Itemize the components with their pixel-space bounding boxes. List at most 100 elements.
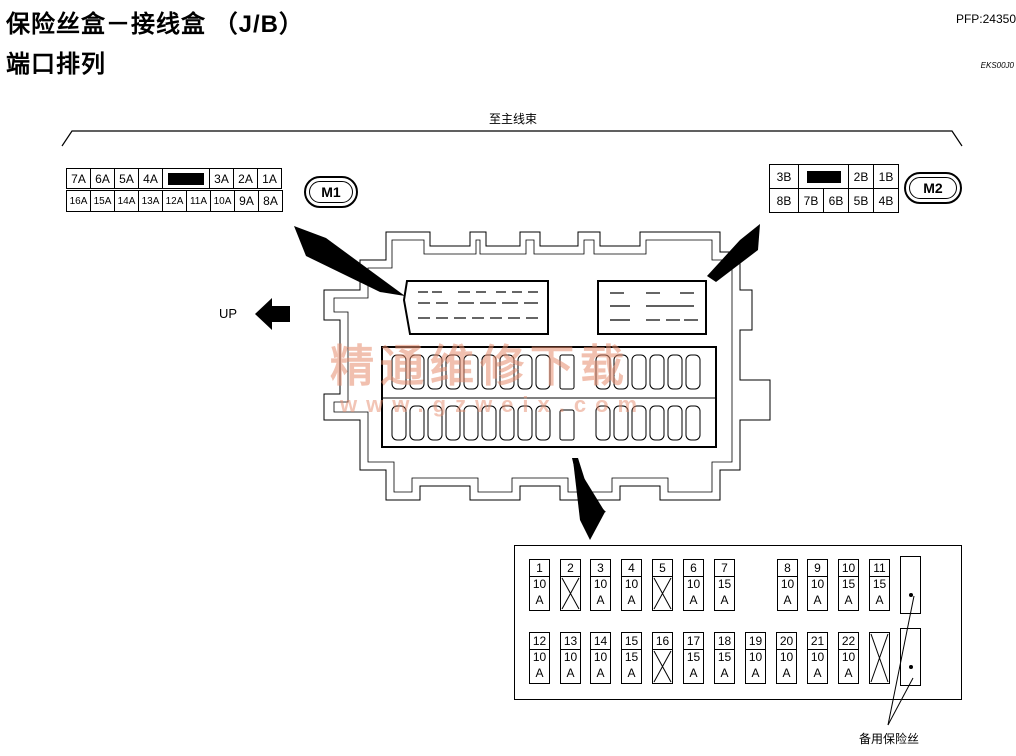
empty-slot-cross-icon bbox=[653, 577, 672, 610]
m1-pin: 9A bbox=[234, 190, 259, 212]
fuse-number: 12 bbox=[530, 633, 549, 650]
page-subtitle: 端口排列 bbox=[6, 51, 106, 78]
m2-pin: 7B bbox=[798, 188, 824, 213]
fuse-unit: A bbox=[813, 593, 822, 607]
connector-m1-table: 7A 6A 5A 4A 3A 2A 1A bbox=[66, 168, 282, 189]
m2-pin: 4B bbox=[873, 188, 899, 213]
spare-fuse-slot bbox=[900, 628, 921, 686]
fuse-number: 1 bbox=[530, 560, 549, 577]
fuse-amperage: 10 bbox=[532, 650, 547, 664]
fuse-amperage: 15 bbox=[841, 577, 856, 591]
m1-pin: 1A bbox=[257, 168, 282, 189]
fuse-amperage: 10 bbox=[810, 577, 825, 591]
fuse-unit: A bbox=[783, 593, 792, 607]
fuse-unit: A bbox=[627, 666, 636, 680]
fuse-number: 14 bbox=[591, 633, 610, 650]
spare-fuse-label: 备用保险丝 bbox=[859, 732, 920, 746]
fuse-number: 17 bbox=[684, 633, 703, 650]
m1-pin: 13A bbox=[138, 190, 163, 212]
fuse-unit: A bbox=[689, 666, 698, 680]
m2-pin: 6B bbox=[823, 188, 849, 213]
fuse-amperage: 15 bbox=[717, 577, 732, 591]
m1-pin: 8A bbox=[258, 190, 283, 212]
fuse-unit: A bbox=[596, 593, 605, 607]
empty-slot-cross-icon bbox=[653, 650, 672, 683]
fuse-number: 8 bbox=[778, 560, 797, 577]
fuse-unit: A bbox=[535, 666, 544, 680]
m2-pin: 2B bbox=[848, 164, 874, 189]
fuse-amperage: 15 bbox=[686, 650, 701, 664]
m1-pin: 11A bbox=[186, 190, 211, 212]
fuse-unit: A bbox=[566, 666, 575, 680]
m2-pin: 5B bbox=[848, 188, 874, 213]
m2-pin: 3B bbox=[769, 164, 799, 189]
fuse-amperage: 10 bbox=[624, 577, 639, 591]
m1-pin: 12A bbox=[162, 190, 187, 212]
fuse-number: 7 bbox=[715, 560, 734, 577]
fuse-number: 4 bbox=[622, 560, 641, 577]
empty-slot-cross-icon bbox=[561, 577, 580, 610]
fuse-unit: A bbox=[596, 666, 605, 680]
fuse-slot: 16 bbox=[652, 632, 673, 684]
connector-m2-badge: M2 bbox=[904, 172, 962, 204]
fuse-amperage: 15 bbox=[872, 577, 887, 591]
fuse-unit: A bbox=[720, 666, 729, 680]
up-label: UP bbox=[219, 306, 238, 321]
fuse-number: 2 bbox=[561, 560, 580, 577]
fuse-unit: A bbox=[627, 593, 636, 607]
fuse-number: 11 bbox=[870, 560, 889, 577]
fuse-slot: 2 bbox=[560, 559, 581, 611]
part-number: PFP:24350 bbox=[955, 12, 1016, 26]
fuse-number: 3 bbox=[591, 560, 610, 577]
fuse-amperage: 10 bbox=[779, 650, 794, 664]
fuse-amperage: 10 bbox=[593, 577, 608, 591]
fuse-amperage: 10 bbox=[748, 650, 763, 664]
fuse-number: 22 bbox=[839, 633, 858, 650]
fuse-unit: A bbox=[844, 666, 853, 680]
m1-key-slot bbox=[162, 168, 210, 189]
empty-fuse-slot bbox=[869, 632, 890, 684]
m2-key-slot bbox=[798, 164, 849, 189]
fuse-unit: A bbox=[813, 666, 822, 680]
fuse-number: 5 bbox=[653, 560, 672, 577]
connector-m2-table: 3B 2B 1B 8B 7B 6B 5B 4B bbox=[769, 164, 899, 213]
m2-pin: 1B bbox=[873, 164, 899, 189]
connector-m1-bottom-table: 16A 15A 14A 13A 12A 11A 10A 9A 8A bbox=[66, 190, 283, 212]
fuse-number: 18 bbox=[715, 633, 734, 650]
page-title: 保险丝盒－接线盒 （J/B） bbox=[6, 11, 305, 38]
m1-pin: 7A bbox=[66, 168, 91, 189]
empty-slot-cross-icon bbox=[870, 633, 889, 683]
m1-pin: 3A bbox=[209, 168, 234, 189]
fuse-unit: A bbox=[875, 593, 884, 607]
spare-fuse-dot bbox=[909, 665, 913, 669]
m1-pin: 6A bbox=[90, 168, 115, 189]
fuse-amperage: 10 bbox=[686, 577, 701, 591]
fuse-number: 15 bbox=[622, 633, 641, 650]
fuse-unit: A bbox=[751, 666, 760, 680]
watermark-url: www.gzweix.com bbox=[340, 392, 647, 417]
fuse-amperage: 10 bbox=[563, 650, 578, 664]
main-harness-label: 至主线束 bbox=[489, 112, 538, 126]
fuse-number: 10 bbox=[839, 560, 858, 577]
fuse-number: 19 bbox=[746, 633, 765, 650]
fuse-unit: A bbox=[844, 593, 853, 607]
fuse-amperage: 10 bbox=[780, 577, 795, 591]
fuse-number: 16 bbox=[653, 633, 672, 650]
figure-code: EKS00J0 bbox=[980, 61, 1014, 70]
fuse-unit: A bbox=[720, 593, 729, 607]
